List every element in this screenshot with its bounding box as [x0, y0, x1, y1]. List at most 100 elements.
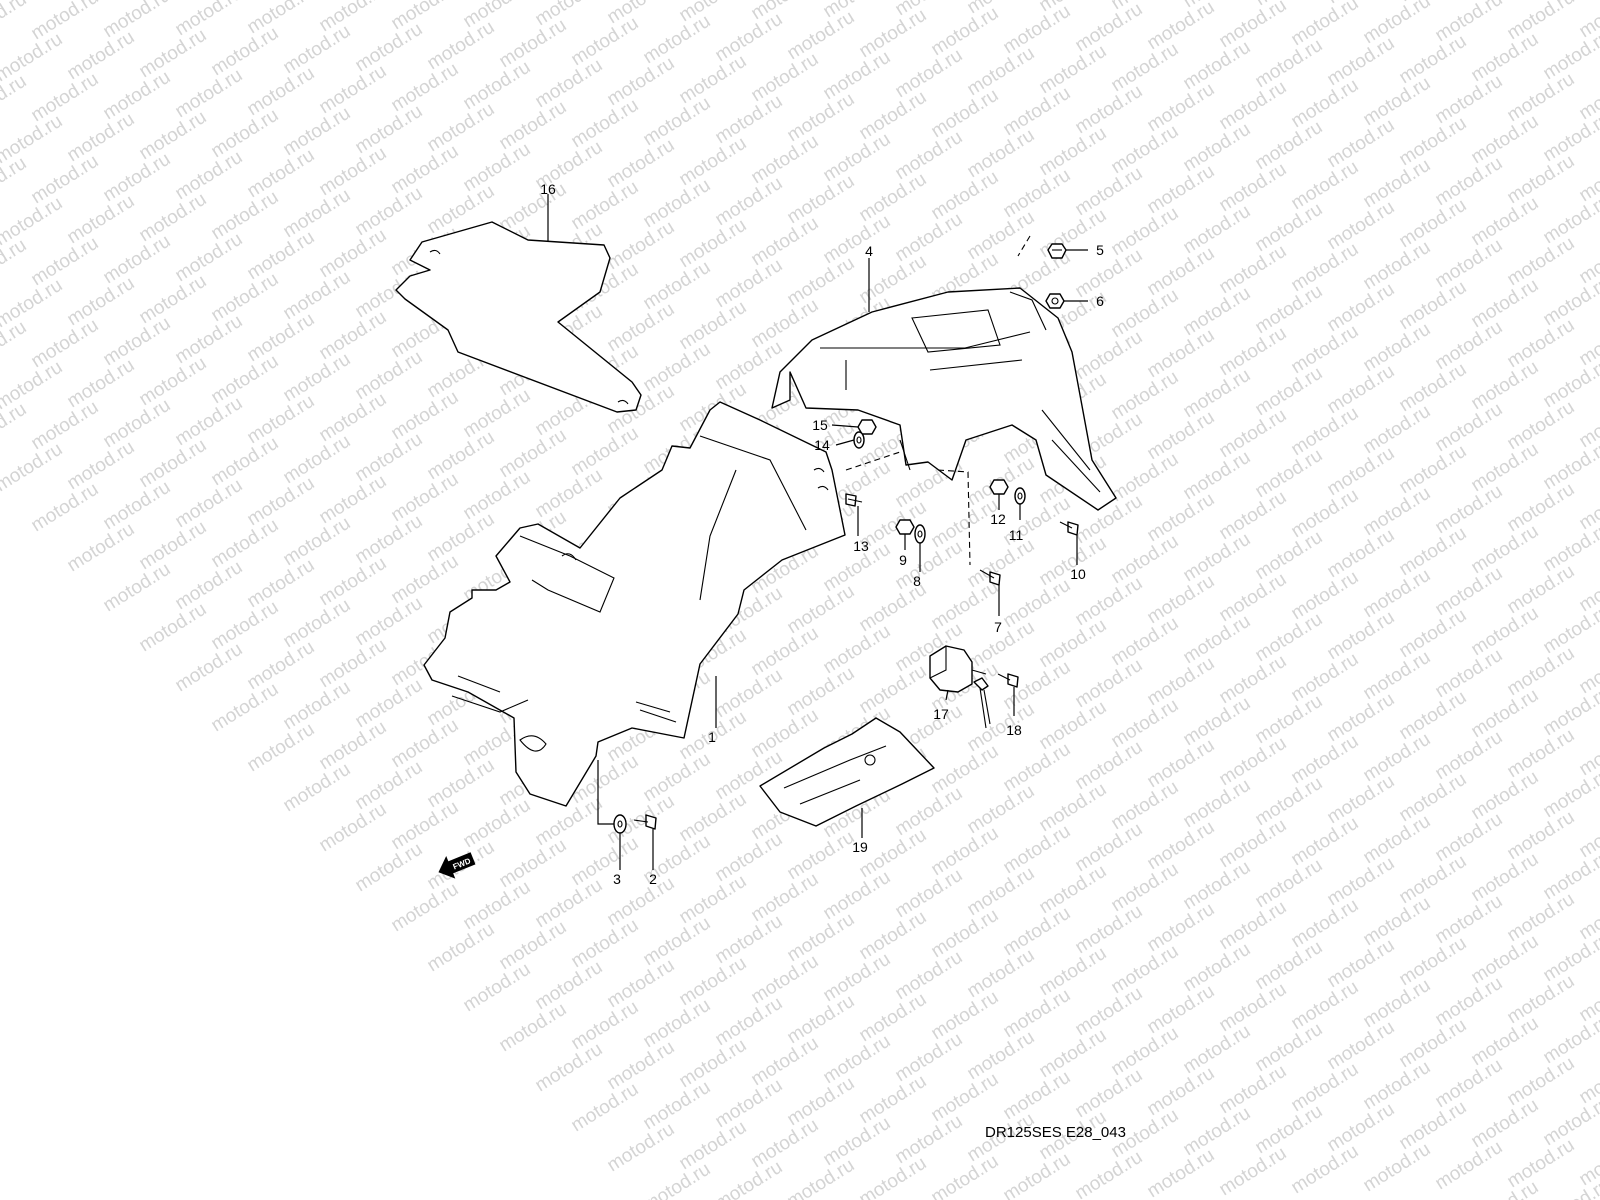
watermark-text: motod.ru — [352, 593, 427, 651]
watermark-text: motod.ru — [532, 1039, 607, 1097]
watermark-text: motod.ru — [568, 997, 643, 1055]
watermark-text: motod.ru — [1036, 861, 1111, 919]
watermark-text: motod.ru — [1144, 653, 1219, 711]
watermark-text: motod.ru — [100, 395, 175, 453]
part-8-washer[interactable] — [914, 524, 926, 544]
part-9-nut[interactable] — [895, 519, 915, 535]
watermark-text: motod.ru — [1504, 69, 1579, 127]
watermark-text: motod.ru — [676, 51, 751, 109]
part-11-washer[interactable] — [1014, 487, 1026, 505]
watermark-text: motod.ru — [388, 715, 463, 773]
watermark-text: motod.ru — [964, 781, 1039, 839]
watermark-text: motod.ru — [100, 149, 175, 207]
watermark-text: motod.ru — [640, 1077, 715, 1135]
part-16-plate[interactable] — [395, 221, 642, 413]
watermark-text: motod.ru — [892, 1029, 967, 1087]
part-19-tool-bag[interactable] — [759, 717, 935, 827]
watermark-text: motod.ru — [64, 437, 139, 495]
callout-19: 19 — [852, 839, 868, 855]
part-2-screw[interactable] — [633, 814, 657, 830]
watermark-text: motod.ru — [1000, 821, 1075, 879]
watermark-text: motod.ru — [856, 661, 931, 719]
watermark-text: motod.ru — [1000, 985, 1075, 1043]
watermark-text: motod.ru — [640, 257, 715, 315]
callout-4: 4 — [865, 243, 873, 259]
watermark-text: motod.ru — [1432, 399, 1507, 457]
watermark-text: motod.ru — [964, 1027, 1039, 1085]
watermark-text: motod.ru — [244, 719, 319, 777]
watermark-text: motod.ru — [892, 865, 967, 923]
watermark-text: motod.ru — [1504, 479, 1579, 537]
watermark-text: motod.ru — [856, 1071, 931, 1129]
callout-6: 6 — [1096, 293, 1104, 309]
watermark-text: motod.ru — [1036, 697, 1111, 755]
part-1-inner-fender[interactable] — [423, 401, 846, 807]
part-6-nut[interactable] — [1045, 293, 1065, 309]
watermark-text: motod.ru — [64, 27, 139, 85]
watermark-text: motod.ru — [1252, 527, 1327, 585]
part-10-bolt[interactable] — [1059, 521, 1079, 536]
watermark-text: motod.ru — [1108, 203, 1183, 261]
watermark-text: motod.ru — [1216, 979, 1291, 1037]
watermark-text: motod.ru — [640, 11, 715, 69]
watermark-text: motod.ru — [748, 131, 823, 189]
watermark-text: motod.ru — [712, 1157, 787, 1200]
watermark-text: motod.ru — [1180, 1021, 1255, 1079]
watermark-text: motod.ru — [892, 45, 967, 103]
watermark-text: motod.ru — [28, 479, 103, 537]
watermark-text: motod.ru — [784, 1073, 859, 1131]
watermark-text: motod.ru — [604, 53, 679, 111]
callout-5: 5 — [1096, 242, 1104, 258]
watermark-text: motod.ru — [1144, 1145, 1219, 1200]
part-13-bolt[interactable] — [845, 493, 863, 507]
watermark-text: motod.ru — [1288, 75, 1363, 133]
watermark-text: motod.ru — [352, 429, 427, 487]
watermark-text: motod.ru — [280, 677, 355, 735]
part-3-washer[interactable] — [613, 814, 627, 834]
watermark-text: motod.ru — [1180, 365, 1255, 423]
watermark-text: motod.ru — [1396, 359, 1471, 417]
watermark-text: motod.ru — [712, 9, 787, 67]
watermark-text: motod.ru — [1324, 197, 1399, 255]
watermark-text: motod.ru — [568, 423, 643, 481]
watermark-text: motod.ru — [820, 1031, 895, 1089]
watermark-text: motod.ru — [1324, 771, 1399, 829]
watermark-text: motod.ru — [1000, 1067, 1075, 1125]
watermark-text: motod.ru — [784, 827, 859, 885]
watermark-text: motod.ru — [820, 867, 895, 925]
part-17-seat-lock[interactable] — [929, 645, 991, 729]
watermark-text: motod.ru — [1216, 405, 1291, 463]
watermark-text: motod.ru — [352, 675, 427, 733]
part-5-cap-nut[interactable] — [1047, 243, 1067, 259]
watermark-text: motod.ru — [1108, 859, 1183, 917]
watermark-text: motod.ru — [280, 349, 355, 407]
watermark-text: motod.ru — [1396, 933, 1471, 991]
watermark-text: motod.ru — [1000, 1149, 1075, 1200]
watermark-text: motod.ru — [244, 227, 319, 285]
watermark-text: motod.ru — [1288, 813, 1363, 871]
part-4-rear-fender[interactable] — [771, 287, 1117, 511]
watermark-text: motod.ru — [64, 109, 139, 167]
watermark-text: motod.ru — [1108, 121, 1183, 179]
watermark-text: motod.ru — [1144, 735, 1219, 793]
watermark-text: motod.ru — [316, 635, 391, 693]
part-18-screw[interactable] — [997, 673, 1019, 688]
watermark-text: motod.ru — [1252, 1101, 1327, 1159]
watermark-text: motod.ru — [1108, 285, 1183, 343]
watermark-text: motod.ru — [496, 97, 571, 155]
watermark-text: motod.ru — [1324, 1017, 1399, 1075]
part-12-nut[interactable] — [989, 479, 1009, 495]
watermark-text: motod.ru — [424, 509, 499, 567]
watermark-text: motod.ru — [1432, 235, 1507, 293]
watermark-text: motod.ru — [1288, 0, 1363, 50]
watermark-text: motod.ru — [280, 185, 355, 243]
watermark-text: motod.ru — [0, 399, 30, 457]
callout-16: 16 — [540, 181, 556, 197]
watermark-text: motod.ru — [1396, 523, 1471, 581]
watermark-text: motod.ru — [244, 555, 319, 613]
watermark-text: motod.ru — [1360, 1057, 1435, 1115]
watermark-text: motod.ru — [784, 1155, 859, 1200]
watermark-text: motod.ru — [1360, 0, 1435, 48]
part-14-washer[interactable] — [853, 431, 865, 449]
callout-3: 3 — [613, 871, 621, 887]
